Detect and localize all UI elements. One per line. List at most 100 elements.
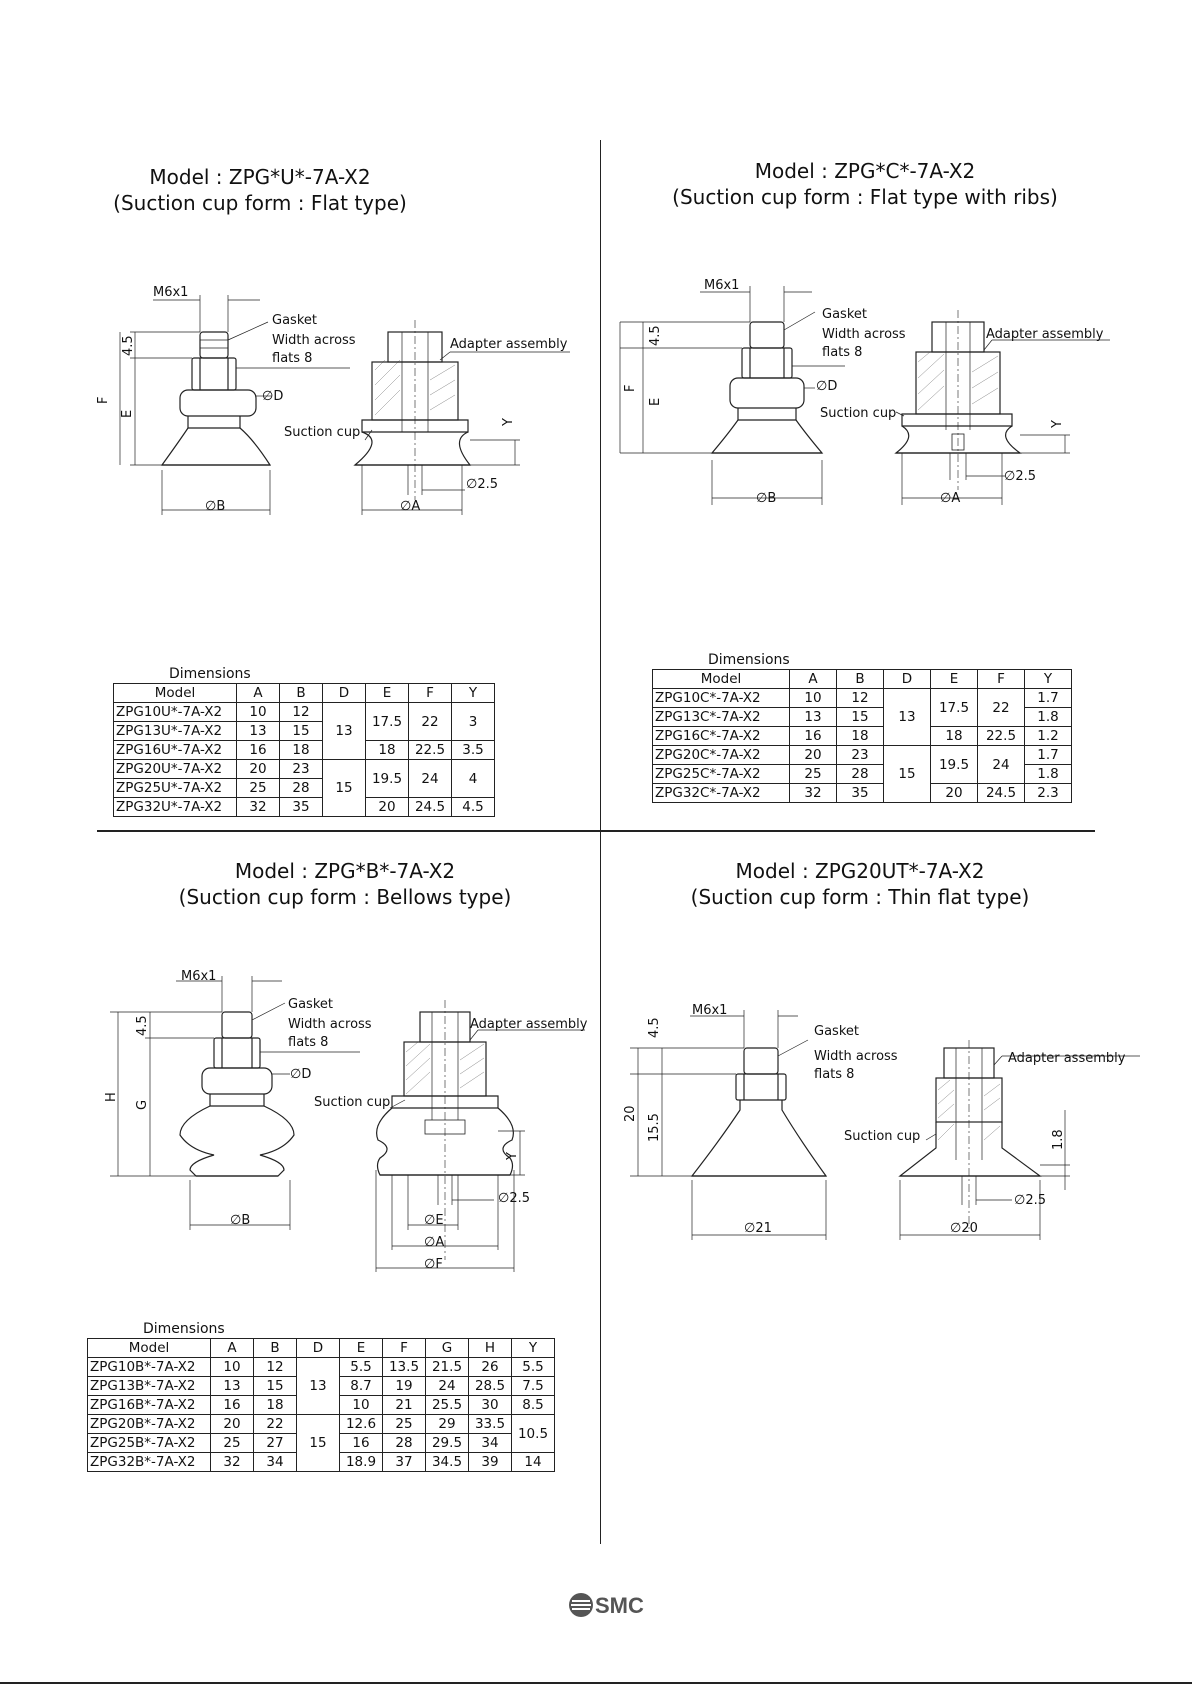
table-cell: 28 <box>382 1433 426 1453</box>
table-cell: 5.5 <box>339 1357 383 1377</box>
smc-logo: SMC <box>569 1593 644 1618</box>
table-cell: 37 <box>382 1452 426 1472</box>
table-cell: ZPG25U*-7A-X2 <box>113 778 237 798</box>
table-cell: ZPG25C*-7A-X2 <box>652 764 790 784</box>
table-cell: ZPG20B*-7A-X2 <box>87 1414 211 1434</box>
dim-e-bellows: ∅E <box>424 1213 444 1228</box>
table-cell: 23 <box>836 745 884 765</box>
table-cell: 16 <box>210 1395 254 1415</box>
table-cell: 10.5 <box>511 1414 555 1453</box>
table-cell: 13 <box>296 1357 340 1415</box>
table-cell: 14 <box>511 1452 555 1472</box>
table-cell: ZPG25B*-7A-X2 <box>87 1433 211 1453</box>
table-cell: 16 <box>339 1433 383 1453</box>
label-m6x1-bellows: M6x1 <box>181 969 216 984</box>
table-cell: 13 <box>210 1376 254 1396</box>
table-cell: 7.5 <box>511 1376 555 1396</box>
table-cell: 18 <box>365 740 409 760</box>
table-caption: Dimensions <box>708 652 790 668</box>
dim-e-flat: E <box>120 410 135 418</box>
table-cell: ZPG16B*-7A-X2 <box>87 1395 211 1415</box>
table-cell: 24.5 <box>977 783 1025 803</box>
table-cell: 25.5 <box>425 1395 469 1415</box>
table-cell: 19 <box>382 1376 426 1396</box>
dim-e-ribs: E <box>648 398 663 406</box>
table-cell: 12.6 <box>339 1414 383 1434</box>
table-cell: 4 <box>451 759 495 798</box>
table-cell: 24.5 <box>408 797 452 817</box>
table-cell: ZPG13C*-7A-X2 <box>652 707 790 727</box>
bottom-rule <box>0 1682 1192 1684</box>
table-cell: 35 <box>836 783 884 803</box>
table-cell: 8.7 <box>339 1376 383 1396</box>
dim-4-5-thin: 4.5 <box>647 1017 662 1038</box>
table-cell: 19.5 <box>930 745 978 784</box>
table-cell: ZPG16U*-7A-X2 <box>113 740 237 760</box>
table-cell: 39 <box>468 1452 512 1472</box>
table-cell: 18 <box>253 1395 297 1415</box>
table-cell: 12 <box>253 1357 297 1377</box>
label-suction-cup-thin: Suction cup <box>844 1129 920 1144</box>
table-cell: ZPG32U*-7A-X2 <box>113 797 237 817</box>
dim-h-bellows: H <box>104 1092 119 1102</box>
col-header: A <box>210 1338 254 1358</box>
label-flats8-flat: flats 8 <box>272 351 312 366</box>
label-adapter-thin: Adapter assembly <box>1008 1051 1126 1066</box>
table-cell: 4.5 <box>451 797 495 817</box>
col-header: D <box>296 1338 340 1358</box>
dim-y-bellows: Y <box>505 1152 520 1161</box>
table-cell: 34.5 <box>425 1452 469 1472</box>
table-cell: 18.9 <box>339 1452 383 1472</box>
table-cell: 20 <box>210 1414 254 1434</box>
table-ribs-dimensions: Dimensions Model A B D E F Y ZPG10C*-7A-… <box>652 651 1072 803</box>
dim-15-5-thin: 15.5 <box>647 1113 662 1142</box>
table-cell: 22.5 <box>977 726 1025 746</box>
table-cell: 24 <box>977 745 1025 784</box>
table-cell: 24 <box>408 759 452 798</box>
table-cell: ZPG32C*-7A-X2 <box>652 783 790 803</box>
dim-y-flat: Y <box>501 418 516 427</box>
table-cell: 29.5 <box>425 1433 469 1453</box>
table-cell: 27 <box>253 1433 297 1453</box>
dim-d-flat: ∅D <box>262 389 283 404</box>
label-width-across-ribs: Width across <box>822 327 906 342</box>
table-cell: 29 <box>425 1414 469 1434</box>
col-header: G <box>425 1338 469 1358</box>
table-cell: 32 <box>210 1452 254 1472</box>
dim-4-5-ribs: 4.5 <box>648 325 663 346</box>
table-cell: 13.5 <box>382 1357 426 1377</box>
table-cell: 10 <box>210 1357 254 1377</box>
drawing-flat-type: M6x1 Gasket Width across flats 8 Adapter… <box>96 285 570 515</box>
dim-f-bellows: ∅F <box>424 1257 443 1272</box>
table-cell: 25 <box>382 1414 426 1434</box>
section-thin-flat-title: Model : ZPG20UT*-7A-X2 (Suction cup form… <box>690 859 1030 909</box>
label-m6x1-ribs: M6x1 <box>704 278 739 293</box>
label-suction-cup-flat: Suction cup <box>284 425 360 440</box>
label-flats8-bellows: flats 8 <box>288 1035 328 1050</box>
table-cell: 35 <box>279 797 323 817</box>
label-gasket-ribs: Gasket <box>822 307 867 322</box>
drawing-thin-flat-type: M6x1 Gasket Width across flats 8 Adapter… <box>623 1003 1140 1240</box>
table-cell: 16 <box>789 726 837 746</box>
table-caption: Dimensions <box>169 666 251 682</box>
table-cell: 28.5 <box>468 1376 512 1396</box>
label-adapter-flat: Adapter assembly <box>450 337 568 352</box>
col-header: Model <box>87 1338 211 1358</box>
table-cell: ZPG13B*-7A-X2 <box>87 1376 211 1396</box>
col-header: E <box>339 1338 383 1358</box>
table-cell: 25 <box>210 1433 254 1453</box>
table-cell: ZPG16C*-7A-X2 <box>652 726 790 746</box>
dim-1-8-thin: 1.8 <box>1051 1129 1066 1150</box>
section-bellows-title: Model : ZPG*B*-7A-X2 (Suction cup form :… <box>178 859 512 909</box>
dim-4-5-bellows: 4.5 <box>135 1015 150 1036</box>
horizontal-divider <box>97 830 1095 832</box>
col-header: F <box>382 1338 426 1358</box>
